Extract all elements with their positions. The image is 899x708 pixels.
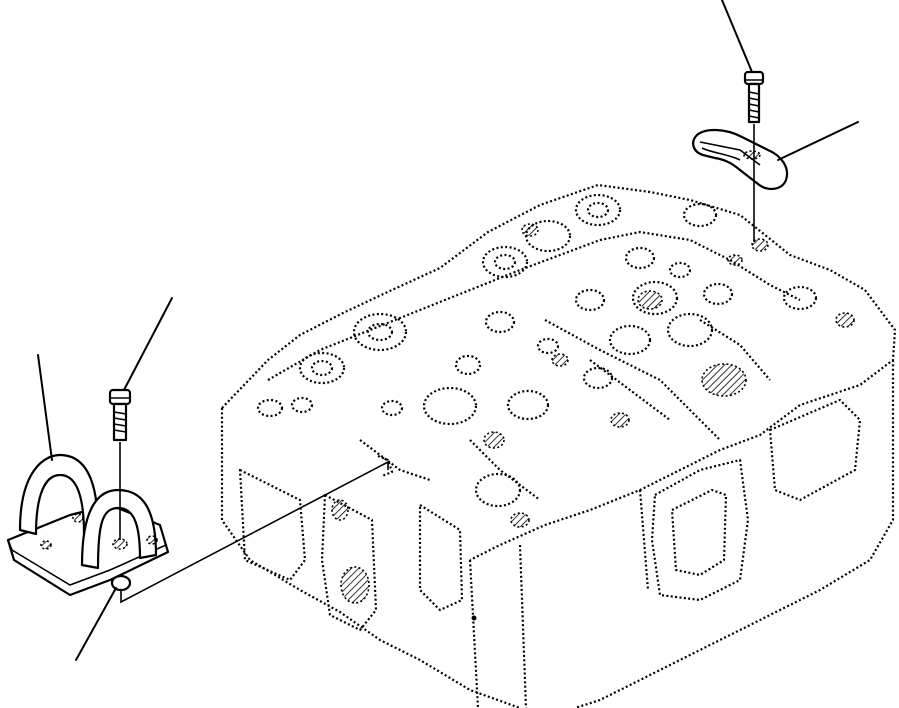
u-bracket-icon bbox=[6, 453, 170, 597]
hook-plate-icon bbox=[692, 128, 789, 190]
leader-bracket-front bbox=[37, 354, 53, 461]
washer-icon bbox=[110, 574, 132, 592]
leader-bolt-rear bbox=[721, 0, 753, 73]
leader-washer-front bbox=[75, 587, 117, 661]
cylinder-head bbox=[220, 183, 897, 708]
bolt-icon bbox=[108, 388, 132, 442]
leader-lines bbox=[37, 0, 859, 661]
bolt-icon bbox=[743, 70, 765, 124]
leader-bolt-front bbox=[123, 297, 173, 391]
alignment-line-front bbox=[120, 460, 389, 604]
leader-hook-rear bbox=[777, 121, 859, 161]
